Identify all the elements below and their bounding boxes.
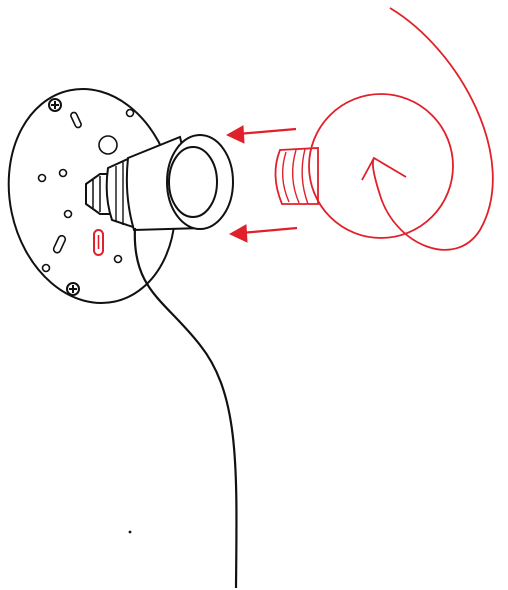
cable-icon [133,227,238,589]
screw-top-icon [48,98,62,112]
push-arrow-icon [225,125,298,243]
camera-lens [168,146,218,218]
camera-body-icon [85,134,234,232]
stray-dot [128,530,132,534]
rotate-arrow-icon [361,7,494,251]
rotate-arrowhead [361,156,407,181]
ghost-stub [274,147,319,205]
push-arrow-bottom [228,224,298,243]
ghost-sphere [308,93,454,239]
push-arrow-top [225,125,297,144]
lock-slot-icon [93,229,104,256]
camera-ghost-icon [274,93,454,239]
screw-bottom-icon [66,282,80,296]
mounting-holes [37,108,135,273]
rotate-swirl [372,7,494,251]
